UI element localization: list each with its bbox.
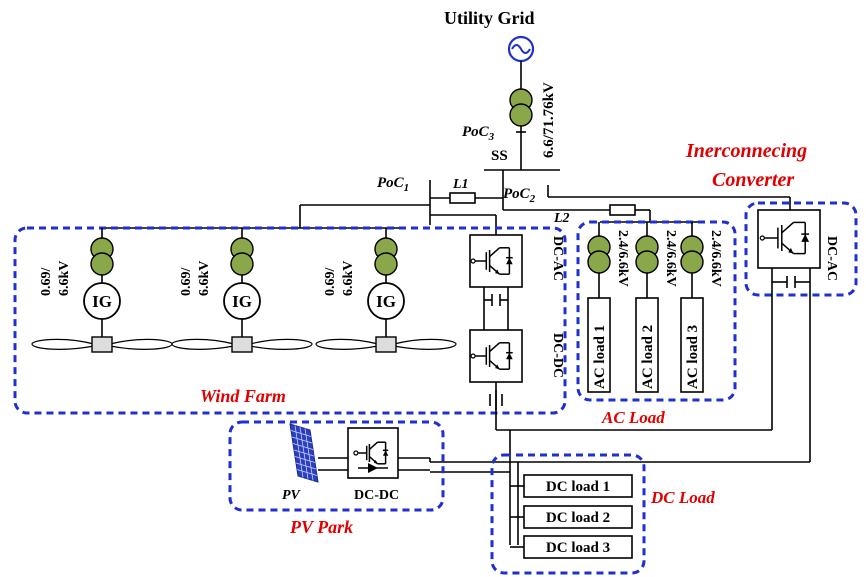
ac-load-name: AC load 1: [592, 325, 608, 389]
igbt-switch-icon: [470, 342, 513, 370]
interconnecting-converter-region: [744, 201, 858, 297]
interconnecting-label-1: Inerconnecing: [685, 140, 807, 162]
ac-load-transformer-icon: [587, 235, 611, 274]
line-l2: [609, 204, 636, 216]
interconnecting-label-2: Converter: [712, 169, 794, 191]
wind-farm-region: [13, 226, 567, 415]
induction-generator: IG: [223, 282, 261, 320]
dc-load: DC load 3: [510, 535, 633, 559]
ac-load: 2.4/6.6kV AC load 1: [587, 222, 630, 393]
turbine-transformer-icon: [90, 237, 114, 276]
interconnecting-dcac-label: DC-AC: [824, 236, 839, 281]
igbt-switch-icon: [470, 247, 513, 275]
turbine-transformer-rating-kv: 6.6kV: [57, 261, 72, 296]
ac-load-region: [576, 220, 737, 402]
ac-load-box: [587, 297, 611, 393]
induction-generator: IG: [83, 282, 121, 320]
dc-load: DC load 2: [510, 505, 633, 529]
pv-park-label: PV Park: [289, 517, 353, 537]
turbine-blades-icon: [315, 336, 457, 353]
turbine-transformer-rating-kv: 6.6kV: [341, 261, 356, 296]
turbine-transformer-rating: 0.69/: [39, 267, 54, 297]
turbine-transformer-rating: 0.69/: [179, 267, 194, 297]
turbine-transformer-rating: 0.69/: [323, 267, 338, 297]
ac-source-icon: [507, 35, 535, 63]
interconnecting-converter: [757, 209, 821, 269]
ss-label: SS: [491, 148, 508, 164]
grid-transformer-icon: [509, 88, 533, 127]
turbine-blades-icon: [31, 336, 173, 353]
dc-load-box: [523, 535, 633, 559]
utility-grid-label: Utility Grid: [444, 8, 535, 28]
ac-load-transformer-icon: [680, 235, 704, 274]
ac-load-transformer-rating: 2.4/6.6kV: [615, 230, 630, 287]
dc-load-name: DC load 3: [546, 540, 610, 556]
battery-icon: [489, 390, 503, 410]
generator-label: IG: [92, 292, 112, 311]
poc3-label: PoC3: [462, 124, 495, 143]
turbine-transformer-rating-kv: 6.6kV: [197, 261, 212, 296]
dc-load-name: DC load 2: [546, 510, 610, 526]
ac-load-name: AC load 3: [685, 325, 701, 389]
turbine-blades-icon: [171, 336, 313, 353]
poc1-label: PoC1: [377, 175, 409, 194]
ac-load-label: AC Load: [601, 408, 665, 427]
dc-load: DC load 1: [510, 474, 633, 498]
generator-label: IG: [232, 292, 252, 311]
wind-farm-label: Wind Farm: [200, 386, 286, 406]
dc-load-label: DC Load: [650, 488, 715, 507]
ac-load-transformer-rating: 2.4/6.6kV: [663, 230, 678, 287]
ac-load-box: [680, 297, 704, 393]
wind-turbine: 0.69/6.6kV IG: [31, 228, 173, 353]
poc2-label: PoC2: [503, 186, 536, 205]
wind-dcdc-label: DC-DC: [550, 333, 565, 378]
dc-load-name: DC load 1: [546, 479, 610, 495]
generator-label: IG: [376, 292, 396, 311]
pv-label: PV: [282, 488, 302, 503]
wind-turbine: 0.69/6.6kV IG: [171, 228, 313, 353]
igbt-switch-icon: [759, 221, 810, 255]
wind-dcac-label: DC-AC: [550, 236, 565, 281]
line-l1: [449, 192, 476, 204]
pv-park-region: [228, 420, 445, 512]
l1-label: L1: [452, 177, 469, 192]
dc-load-box: [523, 474, 633, 498]
ac-load-box: [635, 297, 659, 393]
dc-link-capacitor: [484, 294, 508, 306]
turbine-transformer-icon: [374, 237, 398, 276]
igbt-switch-icon: [353, 441, 389, 465]
dc-load-region: [490, 453, 646, 575]
turbine-transformer-icon: [230, 237, 254, 276]
ac-load: 2.4/6.6kV AC load 3: [680, 222, 723, 393]
pv-dcdc-label: DC-DC: [354, 488, 399, 503]
ac-load: 2.4/6.6kV AC load 2: [635, 222, 678, 393]
ac-load-name: AC load 2: [640, 325, 656, 389]
l2-label: L2: [553, 211, 570, 226]
grid-transformer-rating: 6.6/71.76kV: [541, 82, 557, 158]
induction-generator: IG: [367, 282, 405, 320]
wind-turbine: 0.69/6.6kV IG: [315, 228, 457, 353]
dc-load-box: [523, 505, 633, 529]
ac-load-transformer-rating: 2.4/6.6kV: [708, 230, 723, 287]
ac-load-transformer-icon: [635, 235, 659, 274]
pv-panel-icon: [289, 423, 319, 483]
